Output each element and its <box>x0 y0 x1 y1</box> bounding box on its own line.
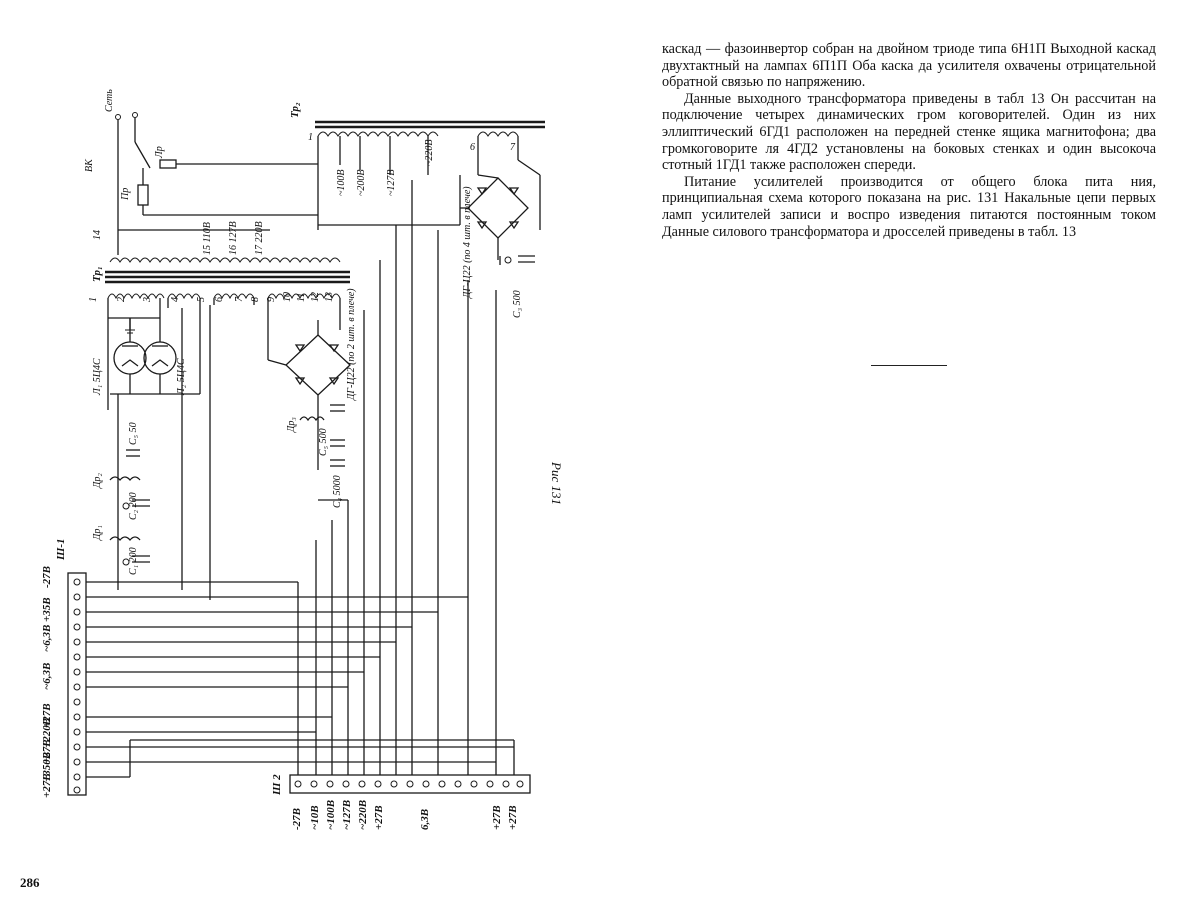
sh2-v7: 6,3В <box>419 809 431 830</box>
sh1-v3: ~6,3В <box>41 625 53 652</box>
tr2-pin-6: 6 <box>470 142 475 153</box>
figure-caption: Рис 131 <box>548 462 564 522</box>
sh1-v9: +27В <box>41 773 53 798</box>
dr3-label: Др₃ <box>286 417 297 433</box>
tr1-pin-3: 3 <box>142 297 153 303</box>
sh1-v2: +35В <box>41 597 53 622</box>
sh1-label: Ш-1 <box>55 538 67 561</box>
fuse-label: Пр <box>120 188 131 201</box>
bridge-rectifier-lower <box>267 310 351 470</box>
switch-vk-label: ВК <box>84 158 95 172</box>
tr1-pin-12: 12 <box>310 292 321 302</box>
sh2-v2: ~10В <box>309 805 321 830</box>
body-text: каскад — фазоинвертор собран на двойном … <box>662 41 1156 240</box>
c1-label: С₁ 200 <box>128 547 139 575</box>
output-transformer <box>315 120 545 215</box>
connector-sh2 <box>289 774 531 794</box>
sh1-v7: +27В <box>41 739 53 764</box>
tr1-label: Тр₁ <box>91 266 103 282</box>
tr1-pin-7: 7 <box>234 296 245 302</box>
tr1-pin-4: 4 <box>170 297 181 302</box>
rectifier-upper-label: ДГ-Ц22 (по 4 шт. в плече) <box>462 186 473 299</box>
paragraph-2: Данные выходного трансформатора приведен… <box>662 90 1156 174</box>
figure-caption-text: Рис 131 <box>549 462 564 505</box>
sh2-v8: +27В <box>491 805 503 830</box>
sh2-v5: ~220В <box>357 800 369 830</box>
tap-110-label: 15 110В <box>202 222 213 255</box>
tr1-pin-13: 13 <box>324 292 335 302</box>
tr1-pin-2: 2 <box>116 297 127 302</box>
section-divider <box>871 365 947 366</box>
c3-label: С₃ 500 <box>512 290 523 318</box>
dr2-label: Др₂ <box>92 473 103 489</box>
tr2-tap-127v: ~127В <box>386 169 397 196</box>
sh1-v4: ~6,3В <box>41 663 53 690</box>
filter-chain <box>109 394 150 590</box>
tr2-tap-220v: ~220В <box>424 139 435 166</box>
network-label: Сеть <box>104 89 115 112</box>
c2-label: С₂ 200 <box>128 492 139 520</box>
tr1-pin-9: 9 <box>266 297 277 302</box>
tr2-label: Тр₂ <box>289 102 301 118</box>
tr1-pin-10: 10 <box>282 292 293 302</box>
tap-220-label: 17 220В <box>254 221 265 255</box>
sh2-v9: +27В <box>507 805 519 830</box>
tr1-pin-6: 6 <box>214 297 225 302</box>
tube-l1-label: Л₁ 5Ц4С <box>92 358 103 396</box>
page-number: 286 <box>20 875 40 890</box>
tr1-pin-11: 11 <box>296 293 307 302</box>
tr1-pin-5: 5 <box>196 297 207 302</box>
tr2-tap-200v: ~200В <box>356 169 367 196</box>
power-supply-schematic: Тр₂ 1 6 7 ~100В ~200В ~127В ~220В ДГ-Ц22… <box>41 89 545 830</box>
connector-sh1 <box>67 572 87 796</box>
bridge-rectifier-upper <box>459 159 541 265</box>
tr1-pin-1: 1 <box>88 297 99 302</box>
sh2-v1: -27В <box>291 808 303 830</box>
tr2-pin-1: 1 <box>308 132 313 143</box>
tr2-pin-7: 7 <box>510 142 516 153</box>
paragraph-3: Питание усилителей производится от общег… <box>662 173 1156 240</box>
c5-label: С₅ 500 <box>318 428 329 456</box>
sh2-label: Ш 2 <box>271 774 283 796</box>
sh1-v6: +220В <box>41 718 53 748</box>
c5b-label: С₅ 50 <box>128 422 139 445</box>
sh2-v4: ~127В <box>341 800 353 830</box>
tr1-pin-8: 8 <box>250 297 261 302</box>
pin14-label: 14 <box>92 230 103 240</box>
tap-127-label: 16 127В <box>228 221 239 255</box>
sh2-v3: ~100В <box>325 800 337 830</box>
sh1-v1: -27В <box>41 566 53 588</box>
c4-label: С₄ 5000 <box>332 475 343 508</box>
rectifier-lower-label: ДГ-Ц22 (по 2 шт. в плече) <box>346 288 357 401</box>
wiring-bus <box>86 180 515 778</box>
rectifier-tubes <box>107 315 201 410</box>
dr1-label: Др₁ <box>92 525 103 541</box>
tr2-tap-100v: ~100В <box>336 169 347 196</box>
paragraph-1: каскад — фазоинвертор собран на двойном … <box>662 41 1156 91</box>
sh1-v8: +350В <box>41 752 53 782</box>
mains-switch-section <box>115 112 318 255</box>
power-transformer <box>105 257 350 360</box>
sh1-v5: +27В <box>41 703 53 728</box>
sh2-v6: +27В <box>373 805 385 830</box>
lamp-label: Лр <box>154 146 165 159</box>
